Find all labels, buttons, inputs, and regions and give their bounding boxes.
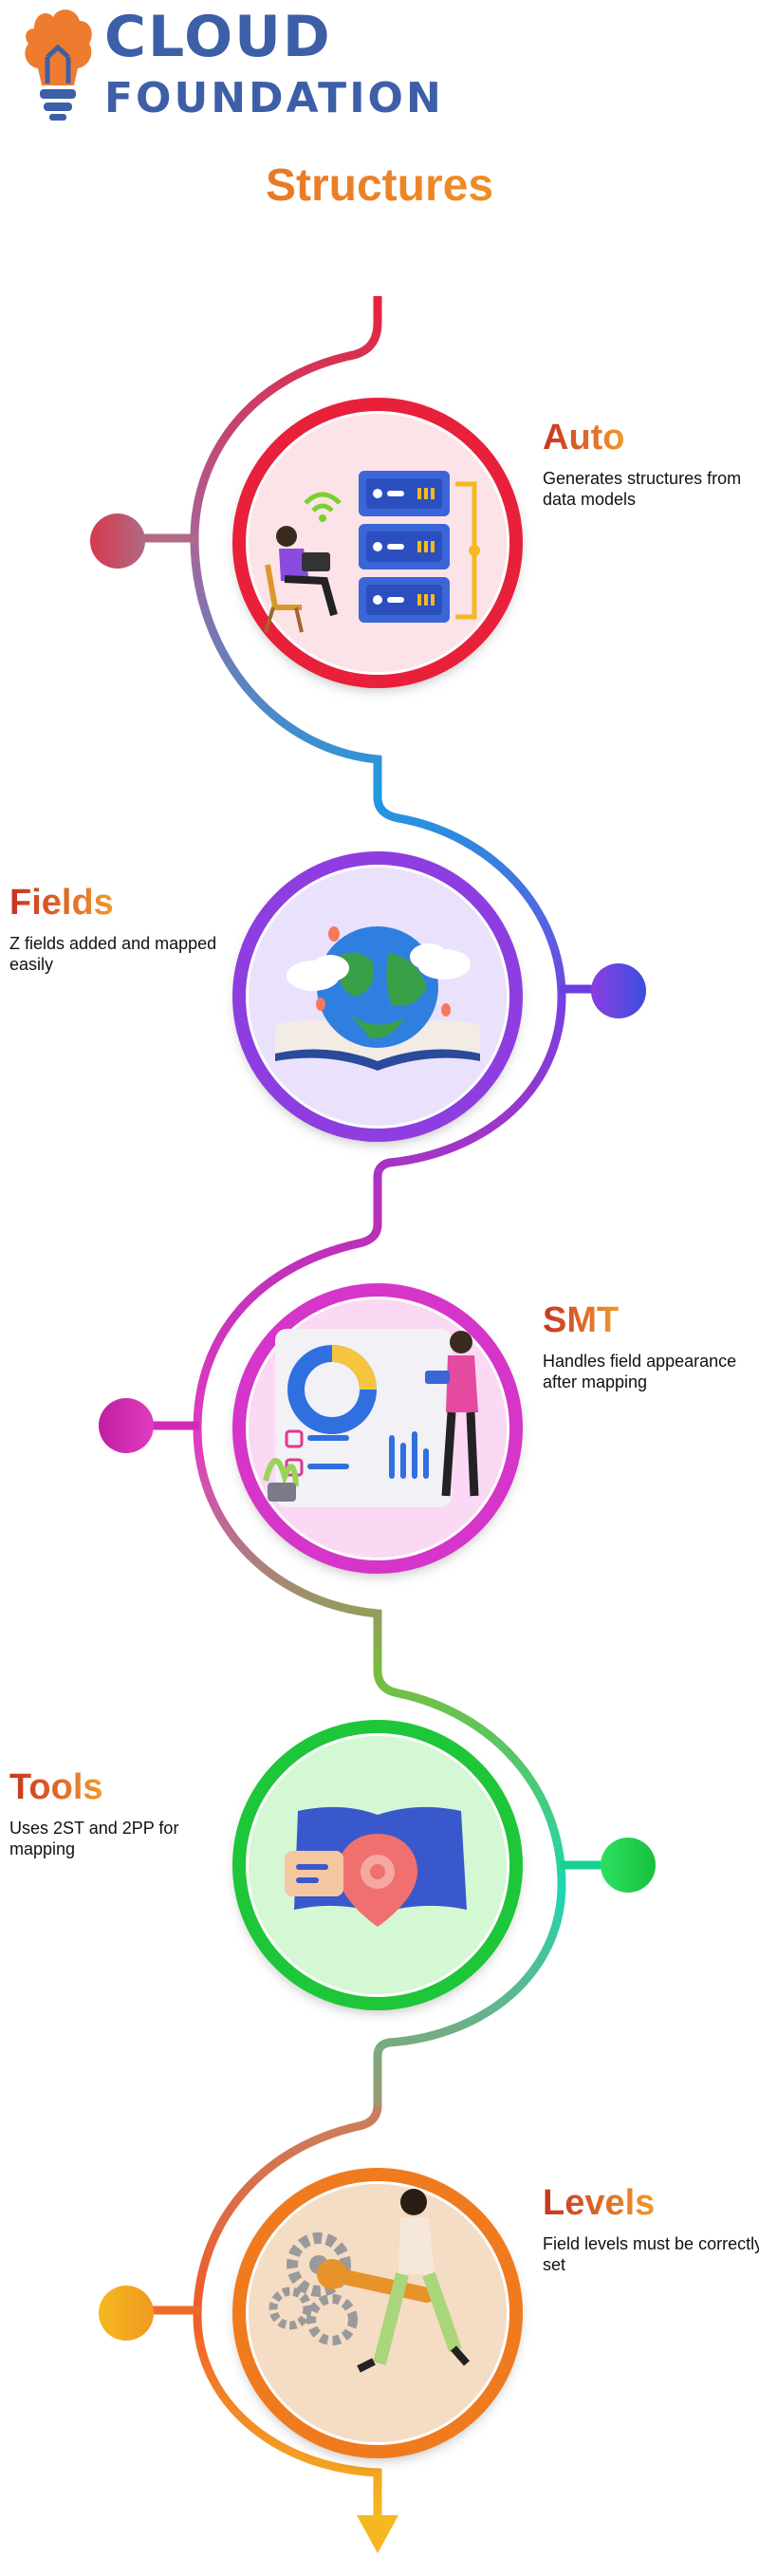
dashboard-icon — [263, 1329, 452, 1507]
step-circle-smt — [232, 1283, 523, 1574]
step-label-auto: Auto Generates structures from data mode… — [543, 418, 759, 510]
logo-text-cloud: CLOUD — [104, 4, 332, 70]
step-dot-tools — [601, 1838, 656, 1893]
step-description: Field levels must be correctly set — [543, 2234, 759, 2274]
map-pin-icon — [285, 1806, 467, 1927]
step-description: Z fields added and mapped easily — [9, 934, 217, 974]
step-label-smt: SMT Handles field appearance after mappi… — [543, 1300, 759, 1392]
step-circle-levels — [232, 2168, 523, 2458]
person-standing-icon — [425, 1331, 479, 1497]
book-globe-icon — [275, 926, 480, 1071]
step-circle-fields — [232, 851, 523, 1142]
step-description: Handles field appearance after mapping — [543, 1352, 737, 1391]
step-description: Generates structures from data models — [543, 469, 742, 509]
step-dot-auto — [90, 513, 145, 569]
step-circle-tools — [232, 1720, 523, 2010]
person-holding-wrench-icon — [357, 2189, 471, 2373]
step-description: Uses 2ST and 2PP for mapping — [9, 1819, 179, 1858]
step-heading: Levels — [543, 2183, 656, 2223]
person-at-desk-icon — [264, 526, 338, 633]
page-title: Structures — [0, 159, 759, 212]
wrench-icon — [317, 2259, 435, 2303]
step-heading: Fields — [9, 883, 114, 923]
wifi-icon — [304, 492, 342, 522]
step-dot-smt — [99, 1398, 154, 1453]
step-circle-auto — [232, 398, 523, 688]
step-label-fields: Fields Z fields added and mapped easily — [9, 883, 237, 975]
step-label-levels: Levels Field levels must be correctly se… — [543, 2183, 759, 2275]
arrow-down-icon — [357, 2515, 398, 2553]
logo-text-foundation: FOUNDATION — [104, 74, 444, 122]
gears-icon — [268, 2232, 358, 2345]
step-heading: Tools — [9, 1767, 103, 1807]
step-dot-levels — [99, 2286, 154, 2341]
logo-bulb-icon — [25, 9, 92, 121]
step-dot-fields — [591, 963, 646, 1018]
step-heading: SMT — [543, 1300, 620, 1340]
step-heading: Auto — [543, 418, 625, 457]
server-icon — [359, 471, 480, 623]
step-label-tools: Tools Uses 2ST and 2PP for mapping — [9, 1767, 237, 1859]
